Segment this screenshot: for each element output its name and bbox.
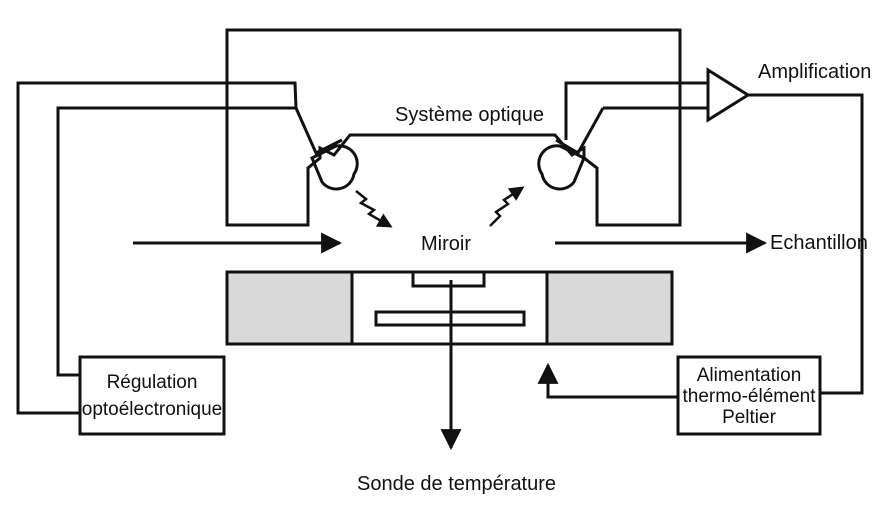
optical-head-housing: [225, 28, 682, 227]
power-supply-line1: Alimentation: [697, 365, 802, 386]
optical-system-label: Système optique: [395, 104, 544, 126]
regulation-outer-wire: [16, 81, 298, 415]
regulation-line2: optoélectronique: [82, 399, 223, 420]
regulation-line1: Régulation: [107, 372, 198, 393]
power-supply-line2: thermo-élément: [682, 386, 816, 407]
light-emitter: [310, 144, 359, 191]
amplifier-to-power-wire: [748, 93, 864, 395]
peltier-power-wire: [537, 362, 678, 399]
emitter-arm: [294, 107, 343, 156]
amplification-label: Amplification: [758, 61, 871, 83]
sample-block-right: [545, 270, 674, 346]
regulation-box: [78, 355, 226, 436]
power-supply-line3: Peltier: [722, 407, 777, 428]
sample-block-left: [225, 270, 354, 346]
sample-label: Echantillon: [770, 232, 868, 254]
amplifier-triangle: [706, 67, 751, 123]
reflected-light-beam: [489, 186, 525, 227]
incident-light-beam: [355, 190, 393, 228]
mirror-plate: [411, 270, 486, 288]
amplifier-feed-wire: [564, 81, 708, 140]
regulation-inner-wire: [56, 106, 296, 377]
temperature-probe-label: Sonde de température: [357, 473, 556, 495]
mirror-label: Miroir: [421, 233, 471, 255]
photodetector: [537, 144, 586, 191]
power-supply-box: [676, 355, 822, 436]
detector-arm: [555, 107, 605, 156]
